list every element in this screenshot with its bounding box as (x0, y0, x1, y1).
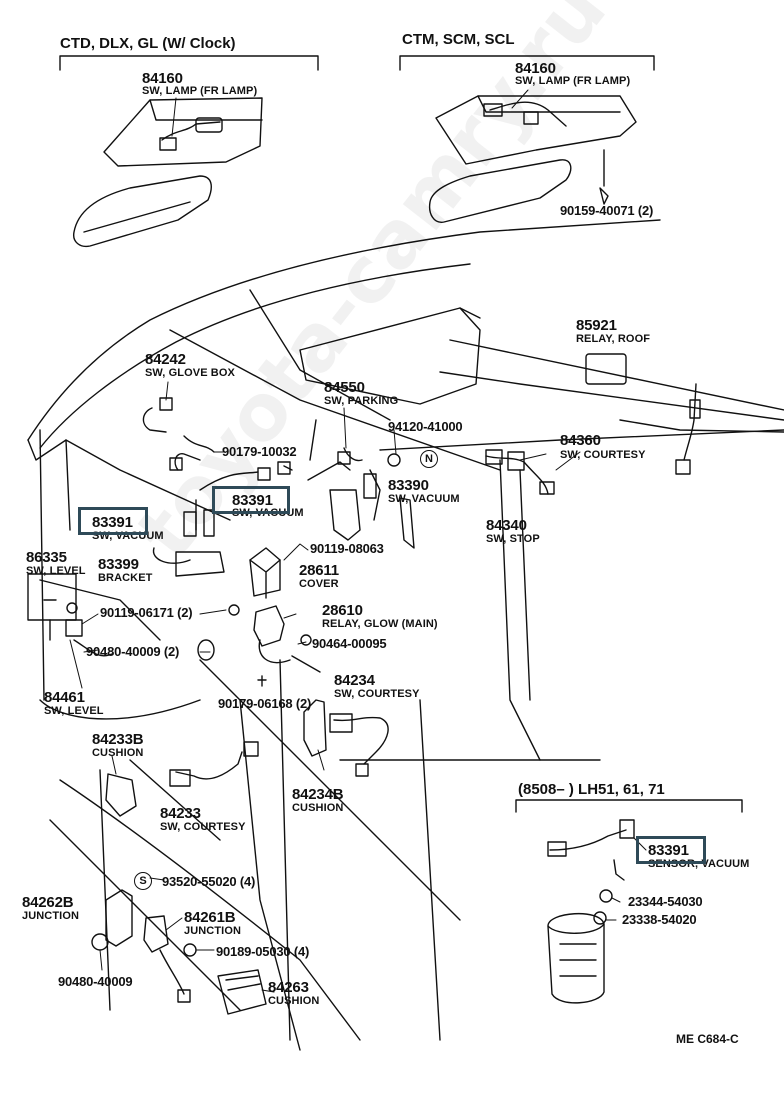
part-number-84234B[interactable]: 84234B (292, 786, 344, 803)
components (27, 353, 701, 1015)
part-number-90464[interactable]: 90464-00095 (312, 636, 387, 651)
part-number-90159[interactable]: 90159-40071 (2) (560, 203, 654, 218)
part-number-84461[interactable]: 84461 (44, 689, 85, 706)
part-number-23344[interactable]: 23344-54030 (628, 894, 703, 909)
part-number-84360[interactable]: 84360 (560, 432, 601, 449)
bracket-left (59, 55, 319, 71)
highlight-box-83391-center[interactable] (212, 486, 290, 514)
part-number-84233B[interactable]: 84233B (92, 731, 144, 748)
part-number-90179-06168[interactable]: 90179-06168 (2) (218, 696, 312, 711)
marker-s-circle: S (134, 872, 152, 890)
leader-lines (69, 89, 647, 993)
part-desc-84234B: CUSHION (292, 802, 344, 814)
part-desc-83390: SW, VACUUM (388, 493, 460, 505)
part-number-94120[interactable]: 94120-41000 (388, 419, 463, 434)
part-desc-84550: SW, PARKING (324, 395, 399, 407)
part-desc-85921: RELAY, ROOF (576, 333, 651, 345)
variant-header-right: CTM, SCM, SCL (402, 31, 515, 48)
part-desc-84233: SW, COURTESY (160, 821, 246, 833)
part-number-83399[interactable]: 83399 (98, 556, 139, 573)
part-number-28610[interactable]: 28610 (322, 602, 363, 619)
part-desc-84233B: CUSHION (92, 747, 144, 759)
part-desc-86335: SW, LEVEL (26, 565, 86, 577)
part-number-84234[interactable]: 84234 (334, 672, 375, 689)
bracket-inset (515, 799, 743, 813)
fr-lamp-left (73, 97, 263, 248)
highlight-box-83391-left[interactable] (78, 507, 148, 535)
variant-header-inset: (8508– ) LH51, 61, 71 (518, 781, 665, 798)
variant-header-left: CTD, DLX, GL (W/ Clock) (60, 35, 236, 52)
part-number-93520[interactable]: 93520-55020 (4) (162, 874, 256, 889)
part-number-90480-40009-2[interactable]: 90480-40009 (2) (86, 644, 180, 659)
part-number-86335[interactable]: 86335 (26, 549, 67, 566)
part-number-84262B[interactable]: 84262B (22, 894, 74, 911)
part-number-84550[interactable]: 84550 (324, 379, 365, 396)
marker-n-circle: N (420, 450, 438, 468)
part-desc-83391-left: SW, VACUUM (92, 530, 164, 542)
part-desc-83399: BRACKET (98, 572, 153, 584)
fr-lamp-right (428, 95, 637, 223)
part-desc-84263: CUSHION (268, 995, 320, 1007)
part-desc-28611: COVER (299, 578, 339, 590)
part-desc-84340: SW, STOP (486, 533, 540, 545)
part-desc-84461: SW, LEVEL (44, 705, 104, 717)
car-body (27, 219, 784, 1051)
part-number-84233[interactable]: 84233 (160, 805, 201, 822)
bracket-right (399, 55, 655, 71)
part-number-83391-center[interactable]: 83391 (232, 492, 273, 509)
part-desc-84234: SW, COURTESY (334, 688, 420, 700)
part-number-84340[interactable]: 84340 (486, 517, 527, 534)
part-number-84263[interactable]: 84263 (268, 979, 309, 996)
part-number-28611[interactable]: 28611 (299, 562, 339, 579)
part-number-83390[interactable]: 83390 (388, 477, 429, 494)
part-number-83391-inset[interactable]: 83391 (648, 842, 689, 859)
part-desc-84360: SW, COURTESY (560, 449, 646, 461)
part-desc-84242: SW, GLOVE BOX (145, 367, 235, 379)
part-desc-28610: RELAY, GLOW (MAIN) (322, 618, 438, 630)
part-number-84160-right[interactable]: 84160 (515, 60, 556, 77)
part-desc-84261B: JUNCTION (184, 925, 242, 937)
part-desc-84160-left: SW, LAMP (FR LAMP) (142, 85, 258, 97)
part-number-84160-left[interactable]: 84160 (142, 70, 183, 87)
part-desc-84262B: JUNCTION (22, 910, 80, 922)
part-number-90189[interactable]: 90189-05030 (4) (216, 944, 310, 959)
part-number-90179-10032[interactable]: 90179-10032 (222, 444, 297, 459)
diagram-code: ME C684-C (676, 1032, 739, 1046)
part-number-84242[interactable]: 84242 (145, 351, 186, 368)
part-number-90119-08063[interactable]: 90119-08063 (310, 541, 384, 556)
part-number-23338[interactable]: 23338-54020 (622, 912, 697, 927)
part-desc-84160-right: SW, LAMP (FR LAMP) (515, 75, 631, 87)
highlight-box-83391-inset[interactable] (636, 836, 706, 864)
part-number-90119-06171[interactable]: 90119-06171 (2) (100, 605, 193, 620)
part-number-90480-40009[interactable]: 90480-40009 (58, 974, 133, 989)
part-number-85921[interactable]: 85921 (576, 317, 617, 334)
part-desc-83391-inset: SENSOR, VACUUM (648, 858, 750, 870)
part-number-83391-left[interactable]: 83391 (92, 514, 133, 531)
part-number-84261B[interactable]: 84261B (184, 909, 236, 926)
